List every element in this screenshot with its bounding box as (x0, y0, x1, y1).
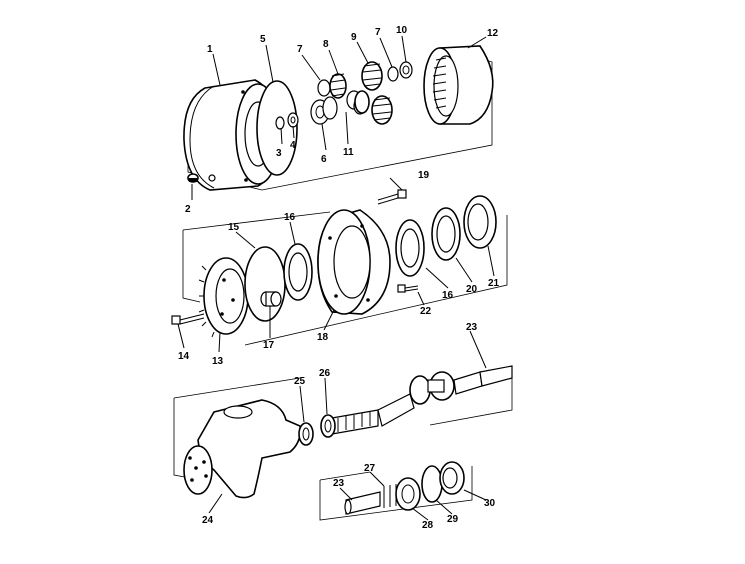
callout-26: 26 (319, 368, 331, 379)
drive-gear-wheel (198, 257, 249, 338)
callout-21: 21 (488, 278, 500, 289)
callout-4: 4 (290, 140, 296, 151)
callout-6: 6 (321, 154, 327, 165)
callout-27: 27 (364, 463, 376, 474)
callout-5: 5 (260, 34, 266, 45)
callout-19: 19 (418, 170, 430, 181)
spacer-sleeve (260, 291, 282, 307)
callout-16b: 16 (442, 290, 454, 301)
callout-23b: 23 (333, 478, 345, 489)
callout-29: 29 (447, 514, 459, 525)
bearing-inner (283, 243, 313, 301)
bolt-left (171, 313, 205, 325)
annulus-ring-gear (423, 45, 494, 125)
callout-7a: 7 (297, 44, 303, 55)
callout-10: 10 (396, 25, 408, 36)
callout-8: 8 (323, 39, 329, 50)
wheel-hub (317, 209, 391, 315)
planet-gear-set (310, 61, 413, 125)
callout-3: 3 (276, 148, 282, 159)
drain-plug (187, 173, 199, 183)
callout-23a: 23 (466, 322, 478, 333)
callout-20: 20 (466, 284, 478, 295)
bolt-top (377, 189, 407, 205)
callout-18: 18 (317, 332, 329, 343)
thrust-washer (275, 112, 299, 130)
callout-24: 24 (202, 515, 214, 526)
group-frame-middle (182, 211, 508, 346)
callout-13: 13 (212, 356, 224, 367)
inset-shaft-assembly (344, 461, 465, 515)
callout-1: 1 (207, 44, 213, 55)
callout-30: 30 (484, 498, 496, 509)
leader-lines (177, 35, 495, 521)
swivel-housing (183, 399, 302, 499)
callout-28: 28 (422, 520, 434, 531)
shaft-bush (298, 414, 336, 446)
callout-11: 11 (343, 147, 354, 158)
oil-seal (431, 207, 461, 261)
callout-12: 12 (487, 28, 499, 39)
bearing-outer (395, 219, 425, 277)
circlip (244, 246, 286, 322)
callout-14: 14 (178, 351, 190, 362)
bolt-small (397, 284, 419, 293)
callout-17: 17 (263, 340, 275, 351)
dust-shield (463, 195, 497, 249)
callout-25: 25 (294, 376, 306, 387)
drive-shaft (331, 365, 513, 435)
callout-9: 9 (351, 32, 357, 43)
callout-2: 2 (185, 204, 191, 215)
callout-15: 15 (228, 222, 240, 233)
callout-22: 22 (420, 306, 432, 317)
callout-7b: 7 (375, 27, 381, 38)
callout-labels: 1 2 3 4 5 6 7 8 9 7 10 11 12 13 14 15 16… (178, 25, 500, 531)
group-frame-inset (319, 466, 473, 521)
callout-16a: 16 (284, 212, 296, 223)
